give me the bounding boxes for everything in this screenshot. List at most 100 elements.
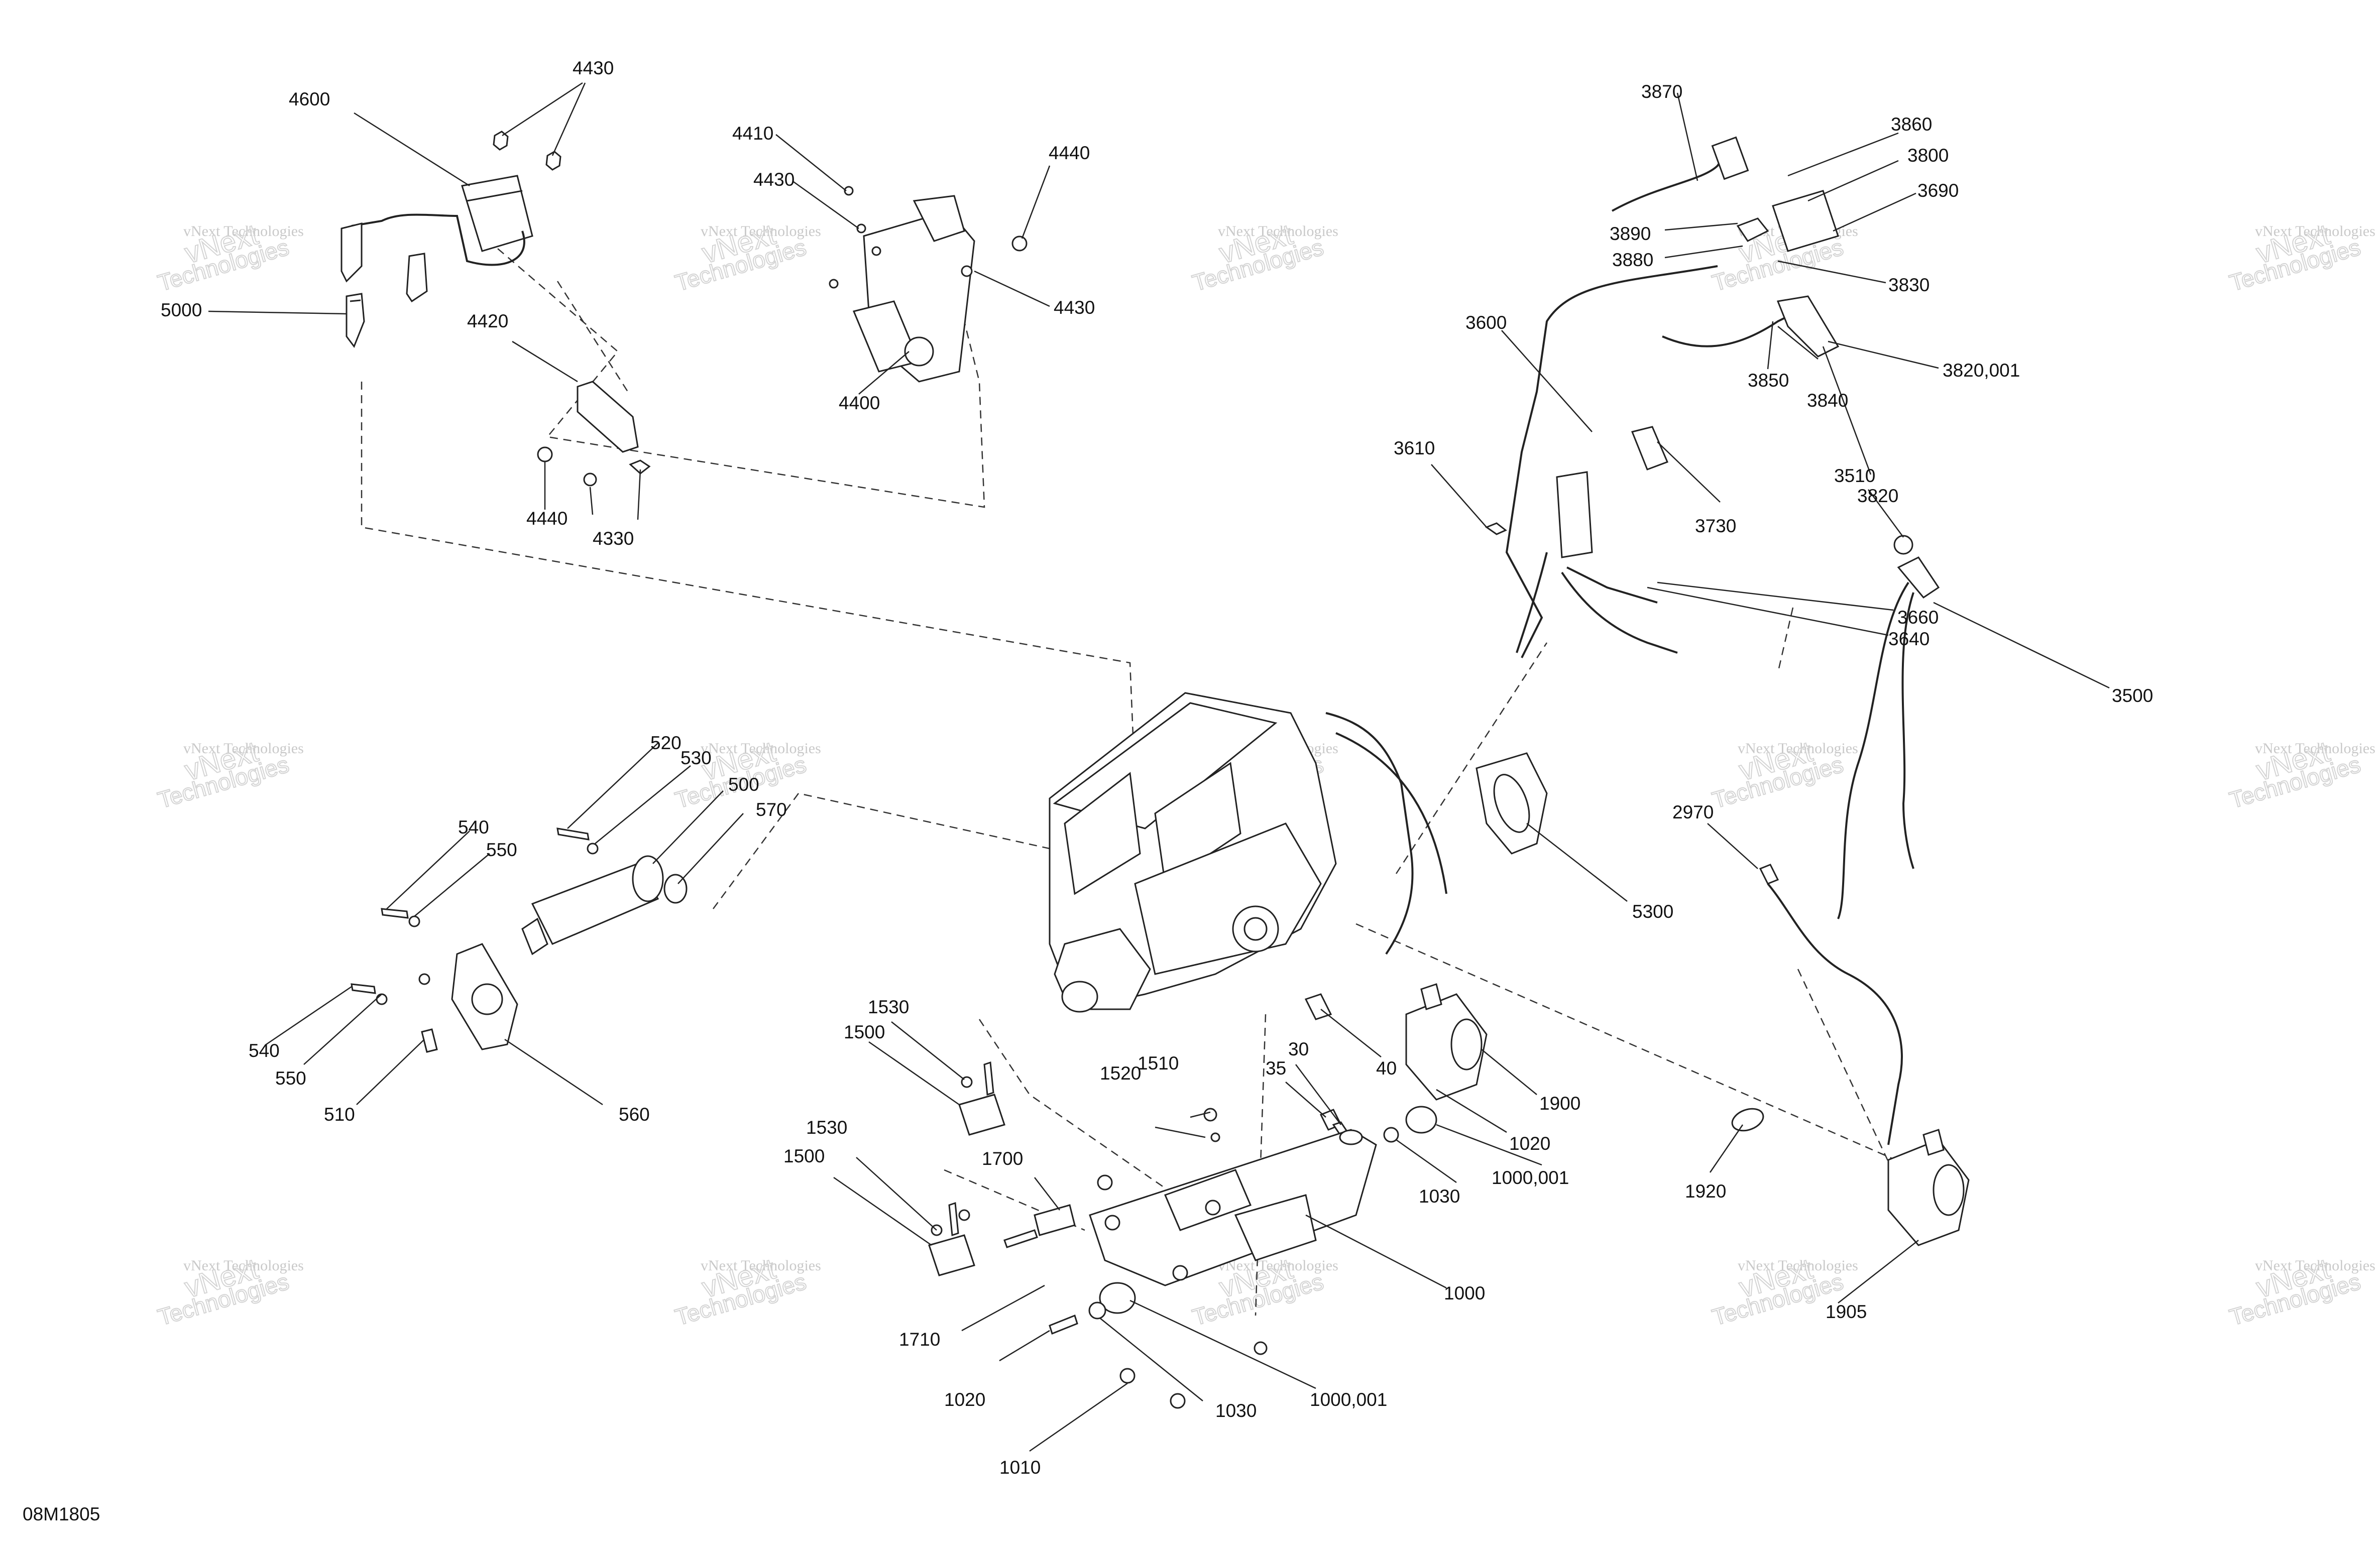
callout-1000: 1000 xyxy=(1444,1283,1485,1303)
callout-1500: 1500 xyxy=(844,1022,885,1042)
watermark: vNext Technologies vNext Technologies xyxy=(1709,735,1858,813)
callout-3690: 3690 xyxy=(1917,180,1959,201)
callout-1010: 1010 xyxy=(999,1457,1041,1478)
callout-3600: 3600 xyxy=(1465,312,1507,333)
callout-3660: 3660 xyxy=(1897,607,1939,628)
callout-4440: 4440 xyxy=(1049,143,1090,163)
throttle-sensor-harness xyxy=(1505,136,1840,658)
callout-560: 560 xyxy=(619,1104,650,1125)
carburetor-1900 xyxy=(1304,983,1488,1141)
watermark: vNext Technologies vNext Technologies xyxy=(2226,735,2375,813)
callout-570: 570 xyxy=(756,799,787,820)
callout-1030: 1030 xyxy=(1419,1186,1460,1207)
callout-3730: 3730 xyxy=(1695,516,1736,536)
svg-text:vNext Technologies: vNext Technologies xyxy=(2255,1257,2375,1274)
svg-text:vNext Technologies: vNext Technologies xyxy=(1738,740,1858,757)
callout-1020: 1020 xyxy=(944,1389,985,1410)
svg-text:vNext Technologies: vNext Technologies xyxy=(2255,223,2375,240)
spark-plug xyxy=(346,293,365,348)
callout-3880: 3880 xyxy=(1612,250,1653,270)
callout-1510: 1510 xyxy=(1138,1053,1179,1074)
callout-3870: 3870 xyxy=(1641,81,1682,102)
air-intake-boot xyxy=(1476,752,1548,855)
callout-3510: 3510 xyxy=(1834,465,1875,486)
callout-labels: 4430 4600 5000 4420 4440 4330 4410 4430 … xyxy=(161,58,2153,1478)
callout-3840: 3840 xyxy=(1807,390,1848,411)
svg-text:vNext Technologies: vNext Technologies xyxy=(701,740,821,757)
svg-text:vNext Technologies: vNext Technologies xyxy=(701,1257,821,1274)
callout-520: 520 xyxy=(650,733,682,753)
callout-510: 510 xyxy=(324,1104,355,1125)
callout-4400: 4400 xyxy=(839,393,880,413)
watermark: vNext Technologies vNext Technologies xyxy=(154,1252,304,1331)
callout-3890: 3890 xyxy=(1610,223,1651,244)
callout-3610: 3610 xyxy=(1394,438,1435,458)
callout-550: 550 xyxy=(486,840,517,860)
svg-text:vNext Technologies: vNext Technologies xyxy=(183,223,304,240)
callout-4330: 4330 xyxy=(593,528,634,549)
ecm-bracket-assembly xyxy=(829,186,1028,383)
callout-1700: 1700 xyxy=(982,1148,1023,1169)
callout-1905: 1905 xyxy=(1826,1301,1867,1322)
leader-lines xyxy=(208,82,2110,1452)
callout-540: 540 xyxy=(249,1040,280,1061)
callout-4430: 4430 xyxy=(1054,297,1095,318)
engine-block xyxy=(1049,692,1447,1013)
callout-1520: 1520 xyxy=(1100,1063,1141,1084)
coil-bracket xyxy=(537,381,651,487)
callout-3860: 3860 xyxy=(1891,114,1932,135)
throttle-cable xyxy=(1485,426,1940,919)
callout-4420: 4420 xyxy=(467,311,508,331)
callout-3820-001: 3820,001 xyxy=(1943,360,2020,381)
callout-1000-001: 1000,001 xyxy=(1492,1167,1569,1188)
svg-text:vNext Technologies: vNext Technologies xyxy=(1738,1257,1858,1274)
engine-mount-support xyxy=(1089,1129,1377,1286)
callout-4430: 4430 xyxy=(573,58,614,78)
watermark: vNext Technologies vNext Technologies xyxy=(154,217,304,296)
rubber-mounts xyxy=(928,1061,1437,1409)
callout-1900: 1900 xyxy=(1539,1093,1580,1114)
ignition-coil-assembly xyxy=(341,131,561,303)
callout-1500: 1500 xyxy=(783,1146,825,1166)
watermark: vNext Technologies vNext Technologies xyxy=(1189,217,1338,296)
callout-1710: 1710 xyxy=(899,1329,940,1350)
callout-1030: 1030 xyxy=(1215,1400,1257,1421)
starter-fasteners xyxy=(351,827,599,1053)
svg-text:vNext Technologies: vNext Technologies xyxy=(1218,1257,1338,1274)
callout-1530: 1530 xyxy=(806,1117,847,1138)
callout-1530: 1530 xyxy=(868,997,909,1017)
callout-3800: 3800 xyxy=(1907,145,1949,166)
oil-line-2970 xyxy=(1759,864,1903,1145)
starter-bracket xyxy=(451,943,518,1050)
watermark: vNext Technologies vNext Technologies xyxy=(2226,217,2375,296)
svg-text:vNext Technologies: vNext Technologies xyxy=(1218,223,1338,240)
callout-40: 40 xyxy=(1376,1058,1397,1079)
callout-30: 30 xyxy=(1288,1039,1309,1059)
callout-1920: 1920 xyxy=(1685,1181,1726,1202)
callout-540: 540 xyxy=(458,817,489,838)
callout-4430: 4430 xyxy=(753,169,795,190)
callout-1000-001: 1000,001 xyxy=(1310,1389,1387,1410)
callout-2970: 2970 xyxy=(1672,802,1714,822)
callout-530: 530 xyxy=(681,748,712,768)
callout-3850: 3850 xyxy=(1748,370,1789,391)
watermark: vNext Technologies vNext Technologies xyxy=(154,735,303,813)
watermark: vNext Technologies vNext Technologies xyxy=(671,217,821,296)
watermark: vNext Technologies vNext Technologies xyxy=(671,1252,821,1331)
callout-500: 500 xyxy=(728,774,759,795)
starter-motor xyxy=(521,855,688,956)
svg-text:vNext Technologies: vNext Technologies xyxy=(701,223,821,240)
callout-5000: 5000 xyxy=(161,300,202,320)
callout-1020: 1020 xyxy=(1509,1133,1550,1154)
svg-text:vNext Technologies: vNext Technologies xyxy=(183,1257,304,1274)
callout-35: 35 xyxy=(1266,1058,1286,1079)
callout-4410: 4410 xyxy=(732,123,773,144)
callout-550: 550 xyxy=(275,1068,306,1089)
callout-3820: 3820 xyxy=(1857,486,1898,506)
callout-3640: 3640 xyxy=(1888,629,1930,649)
callout-3830: 3830 xyxy=(1888,275,1930,295)
callout-5300: 5300 xyxy=(1632,901,1673,922)
callout-4600: 4600 xyxy=(289,89,330,109)
carburetor-1905 xyxy=(1731,1108,1970,1246)
